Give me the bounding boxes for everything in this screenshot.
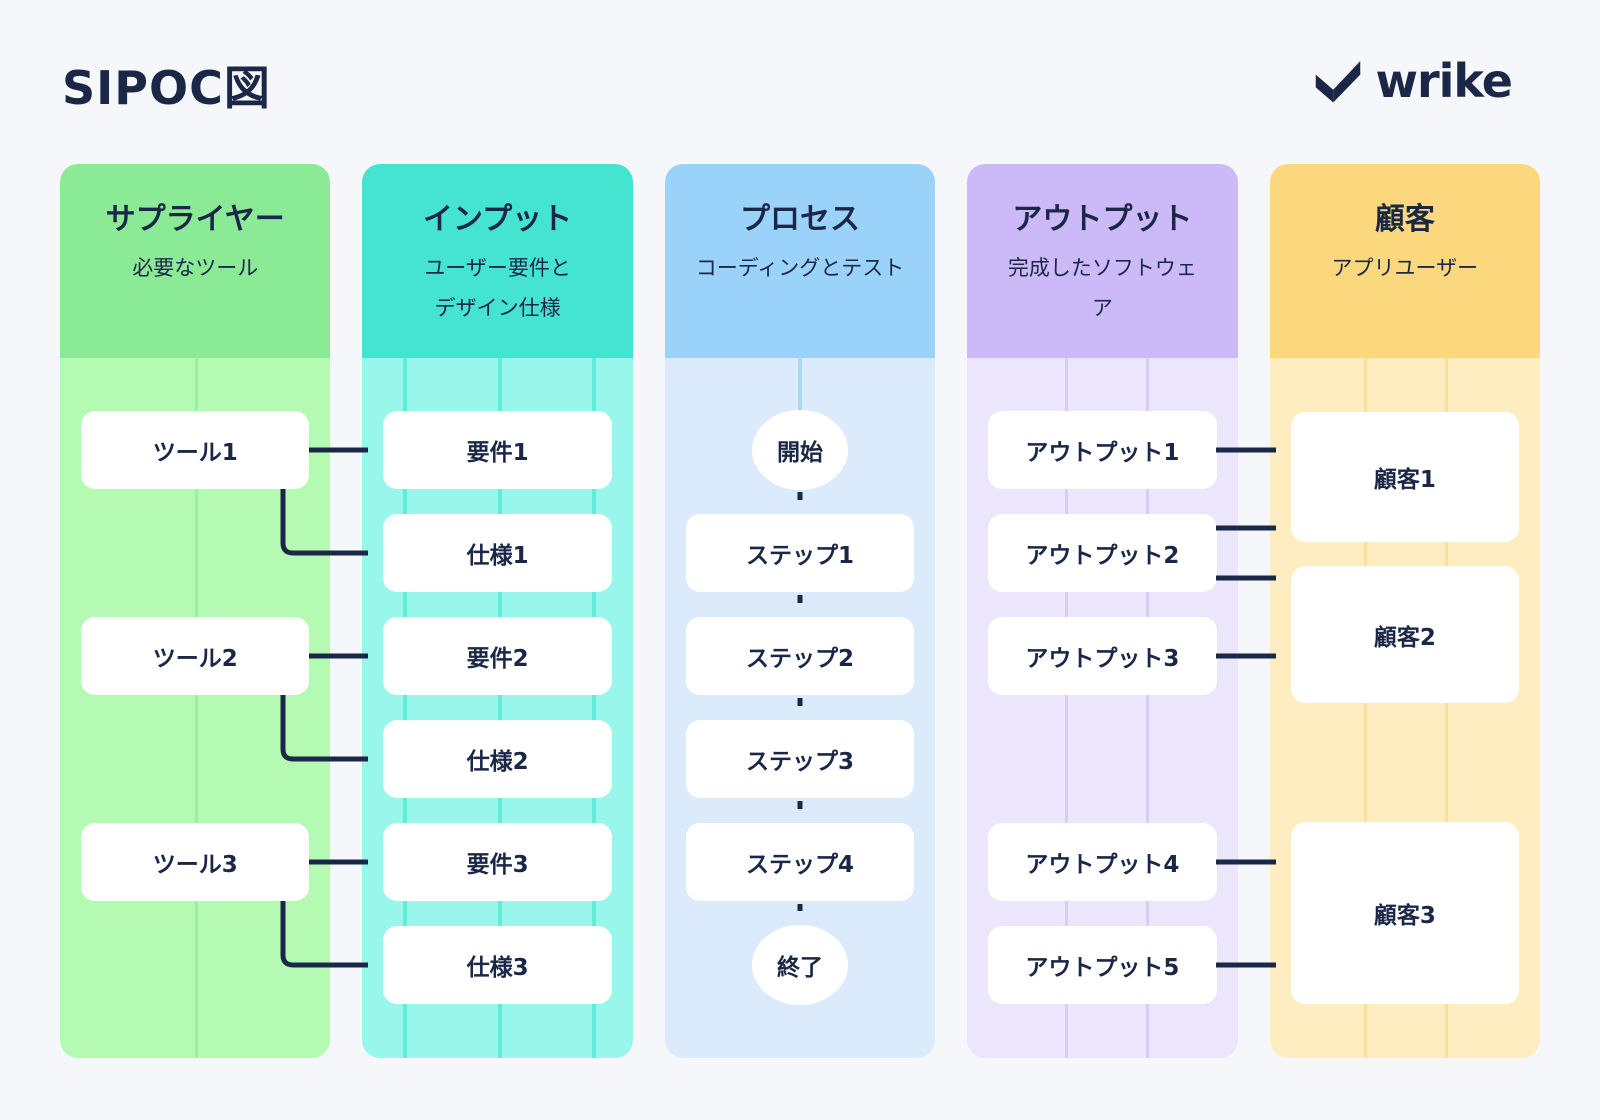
lane-suppliers: サプライヤー 必要なツール ツール1 ツール2 ツール3	[60, 164, 331, 1058]
node-step-1: ステップ1	[685, 514, 915, 592]
node-output-5: アウトプット5	[988, 926, 1217, 1004]
node-start: 開始	[752, 410, 849, 490]
lane-inputs-title: インプット	[423, 202, 573, 237]
lane-gridline	[497, 358, 502, 1058]
process-connector-stub	[798, 358, 803, 414]
node-output-4: アウトプット4	[988, 823, 1217, 901]
node-spec-3: 仕様3	[383, 926, 612, 1004]
lane-customers-title: 顧客	[1374, 202, 1435, 237]
node-step-4: ステップ4	[685, 823, 915, 901]
lane-suppliers-body: ツール1 ツール2 ツール3	[60, 358, 331, 1058]
node-end: 終了	[752, 925, 849, 1005]
wrike-logo: wrike	[1311, 54, 1513, 108]
lane-customers-subtitle: アプリユーザー	[1331, 256, 1479, 280]
node-requirement-3: 要件3	[383, 823, 612, 901]
wrike-check-icon	[1316, 61, 1361, 103]
node-tool-2: ツール2	[81, 617, 310, 695]
lane-process-body: 開始 ステップ1 ステップ2 ステップ3 ステップ4 終了	[664, 358, 936, 1058]
node-customer-1: 顧客1	[1290, 412, 1520, 542]
lane-process-subtitle: コーディングとテスト	[695, 256, 905, 280]
lane-suppliers-header: サプライヤー 必要なツール	[60, 164, 331, 358]
lane-customers-header: 顧客 アプリユーザー	[1269, 164, 1541, 358]
swimlanes: サプライヤー 必要なツール ツール1 ツール2 ツール3 インプット ユーザー要…	[60, 164, 1541, 1058]
lane-gridline	[1364, 358, 1368, 1058]
node-output-2: アウトプット2	[988, 514, 1217, 592]
lane-outputs-body: アウトプット1 アウトプット2 アウトプット3 アウトプット4 アウトプット5	[967, 358, 1238, 1058]
lane-customers: 顧客 アプリユーザー 顧客1 顧客2 顧客3	[1269, 164, 1541, 1058]
node-step-3: ステップ3	[685, 720, 915, 798]
lane-customers-body: 顧客1 顧客2 顧客3	[1269, 358, 1541, 1058]
lane-inputs-body: 要件1 仕様1 要件2 仕様2 要件3 仕様3	[362, 358, 633, 1058]
lane-suppliers-title: サプライヤー	[105, 202, 285, 237]
node-tool-1: ツール1	[81, 411, 310, 489]
page-title: SIPOC図	[62, 61, 271, 115]
lane-outputs: アウトプット 完成したソフトウェ ア アウトプット1 アウトプット2 アウトプッ…	[967, 164, 1238, 1058]
node-customer-3: 顧客3	[1290, 822, 1520, 1004]
lane-outputs-subtitle: 完成したソフトウェ ア	[1007, 256, 1197, 320]
lane-outputs-title: アウトプット	[1012, 202, 1193, 237]
lane-gridline	[1064, 358, 1068, 1058]
lane-gridline	[592, 358, 597, 1058]
lane-gridline	[1145, 358, 1149, 1058]
wrike-logo-text: wrike	[1375, 54, 1513, 108]
lane-suppliers-subtitle: 必要なツール	[132, 256, 259, 280]
lane-inputs-subtitle: ユーザー要件と デザイン仕様	[424, 256, 571, 320]
node-requirement-1: 要件1	[383, 411, 612, 489]
node-customer-2: 顧客2	[1290, 566, 1520, 703]
node-output-3: アウトプット3	[988, 617, 1217, 695]
lane-inputs: インプット ユーザー要件と デザイン仕様 要件1 仕様1 要件2 仕様2 要件3…	[362, 164, 633, 1058]
lane-gridline	[195, 358, 199, 1058]
lane-process-header: プロセス コーディングとテスト	[664, 164, 936, 358]
lane-process-title: プロセス	[740, 202, 861, 237]
lane-outputs-header: アウトプット 完成したソフトウェ ア	[967, 164, 1238, 358]
node-spec-1: 仕様1	[383, 514, 612, 592]
lane-gridline	[402, 358, 407, 1058]
node-tool-3: ツール3	[81, 823, 310, 901]
lane-inputs-header: インプット ユーザー要件と デザイン仕様	[362, 164, 633, 358]
lane-process: プロセス コーディングとテスト 開始 ステップ1 ステップ2 ステップ3 ステッ…	[664, 164, 936, 1058]
node-spec-2: 仕様2	[383, 720, 612, 798]
node-output-1: アウトプット1	[988, 411, 1217, 489]
node-requirement-2: 要件2	[383, 617, 612, 695]
lane-gridline	[1445, 358, 1449, 1058]
node-step-2: ステップ2	[685, 617, 915, 695]
